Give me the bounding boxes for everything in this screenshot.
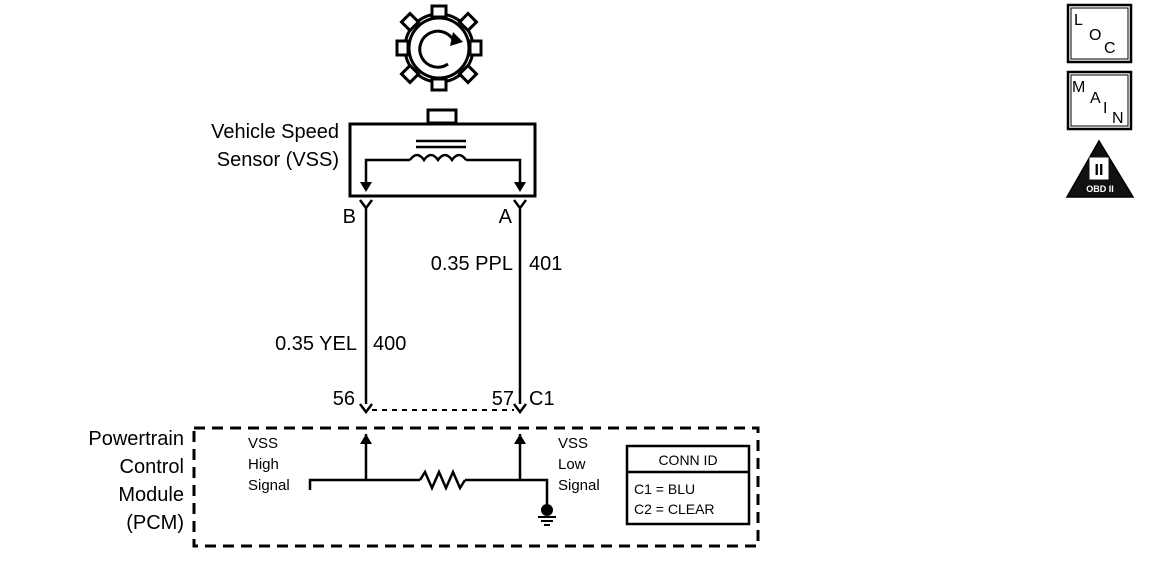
- vss-high-line2: High: [248, 456, 279, 473]
- loc-letter-1: L: [1074, 12, 1083, 29]
- main-letter-2: A: [1090, 90, 1101, 107]
- conn-id-c2: C2 = CLEAR: [634, 501, 715, 517]
- pcm-name-line1: Powertrain: [88, 428, 184, 450]
- vss-low-line2: Low: [558, 456, 586, 473]
- conn-id-c1: C1 = BLU: [634, 481, 695, 497]
- wire-a-gauge-color: 0.35 PPL: [431, 253, 513, 275]
- main-letter-1: M: [1072, 79, 1085, 96]
- arrow-down-icon: [514, 182, 526, 192]
- ground-icon: [538, 504, 556, 526]
- main-letter-4: N: [1112, 110, 1124, 127]
- pcm-name-line2: Control: [120, 456, 184, 478]
- obd-numeral: II: [1095, 162, 1104, 179]
- obd-label: OBD II: [1086, 184, 1114, 194]
- sensor-pin-a-label: A: [499, 206, 513, 228]
- reluctor-wheel-icon: [395, 4, 483, 92]
- pcm-name-line3: Module: [118, 484, 184, 506]
- arrow-up-icon: [360, 434, 372, 444]
- pcm-low-signal-line: [465, 478, 549, 505]
- pcm-pin-56-label: 56: [333, 388, 355, 410]
- vehicle-speed-sensor: Vehicle Speed Sensor (VSS): [211, 108, 537, 198]
- pcm-name-line4: (PCM): [126, 512, 184, 534]
- connector-pin-57: [513, 403, 527, 415]
- sensor-name-line1: Vehicle Speed: [211, 121, 339, 143]
- vss-low-line1: VSS: [558, 435, 588, 452]
- conn-id-table: CONN ID C1 = BLU C2 = CLEAR: [625, 444, 751, 526]
- wire-b-gauge-color: 0.35 YEL: [275, 333, 357, 355]
- loc-button[interactable]: L O C: [1066, 3, 1133, 64]
- pcm-connector-label: C1: [529, 388, 555, 410]
- wire-a-circuit: 401: [529, 253, 562, 275]
- vss-high-line3: Signal: [248, 477, 290, 494]
- wire-b-circuit: 400: [373, 333, 406, 355]
- vss-high-line1: VSS: [248, 435, 278, 452]
- resistor-icon: [418, 468, 467, 492]
- pcm-module-outline: [192, 426, 760, 548]
- loc-letter-3: C: [1104, 40, 1116, 57]
- pcm-pin-57-label: 57: [492, 388, 514, 410]
- main-button[interactable]: M A I N: [1066, 70, 1133, 131]
- pcm-high-signal-line: [308, 478, 420, 490]
- obd-ii-button[interactable]: II OBD II: [1065, 139, 1135, 198]
- arrow-down-icon: [360, 182, 372, 192]
- coil-icon: [364, 139, 522, 186]
- conn-id-title: CONN ID: [658, 452, 717, 468]
- main-letter-3: I: [1103, 100, 1107, 117]
- sensor-mount-tab: [426, 108, 458, 125]
- vss-low-line3: Signal: [558, 477, 600, 494]
- sensor-pin-b-label: B: [343, 206, 356, 228]
- arrow-up-icon: [514, 434, 526, 444]
- sensor-name-line2: Sensor (VSS): [217, 149, 339, 171]
- connector-pin-56: [359, 403, 373, 415]
- loc-letter-2: O: [1089, 27, 1101, 44]
